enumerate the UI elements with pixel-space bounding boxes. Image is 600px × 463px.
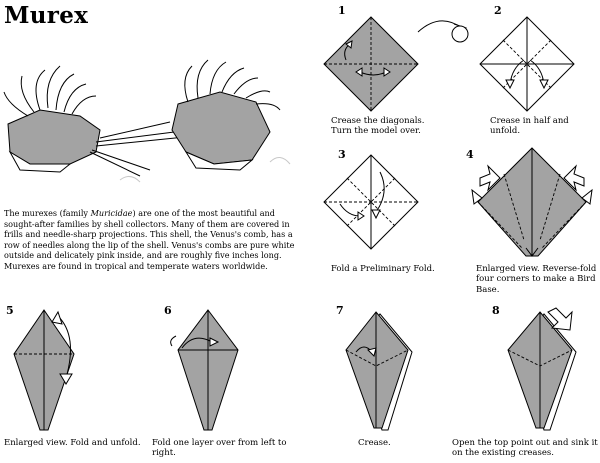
step-8-diagram bbox=[507, 307, 577, 431]
step-4-number: 4 bbox=[466, 148, 474, 161]
intro-paragraph: The murexes (family Muricidae) are one o… bbox=[4, 208, 306, 272]
step-5-diagram bbox=[13, 309, 75, 431]
step-4-caption: Enlarged view. Reverse-fold four corners… bbox=[476, 264, 597, 295]
step-6-caption: Fold one layer over from left to right. bbox=[152, 438, 287, 459]
step-4-diagram bbox=[471, 147, 593, 257]
step-8-number: 8 bbox=[492, 304, 500, 317]
step-7-diagram bbox=[345, 311, 413, 431]
page-title: Murex bbox=[4, 2, 89, 29]
step-3-caption: Fold a Preliminary Fold. bbox=[331, 264, 435, 274]
step-2-caption: Crease in half and unfold. bbox=[490, 116, 569, 137]
step-1-caption: Crease the diagonals. Turn the model ove… bbox=[331, 116, 425, 137]
step-1-number: 1 bbox=[338, 4, 346, 17]
family-name: Muricidae bbox=[90, 208, 133, 218]
step-5-number: 5 bbox=[6, 304, 14, 317]
step-6-number: 6 bbox=[164, 304, 172, 317]
step-1-diagram bbox=[323, 16, 419, 112]
turn-over-arrow-icon bbox=[417, 20, 469, 43]
step-6-diagram bbox=[170, 309, 239, 431]
step-3-number: 3 bbox=[338, 148, 346, 161]
murex-shell-illustration bbox=[3, 59, 291, 183]
step-2-diagram bbox=[479, 16, 575, 112]
intro-text-1: The murexes (family bbox=[4, 208, 91, 218]
step-3-diagram bbox=[323, 154, 419, 250]
step-7-caption: Crease. bbox=[358, 438, 391, 448]
step-8-caption: Open the top point out and sink it on th… bbox=[452, 438, 598, 459]
step-7-number: 7 bbox=[336, 304, 344, 317]
step-5-caption: Enlarged view. Fold and unfold. bbox=[4, 438, 141, 448]
intro-text-2: ) are one of the most beautiful and soug… bbox=[4, 208, 295, 271]
step-2-number: 2 bbox=[494, 4, 502, 17]
